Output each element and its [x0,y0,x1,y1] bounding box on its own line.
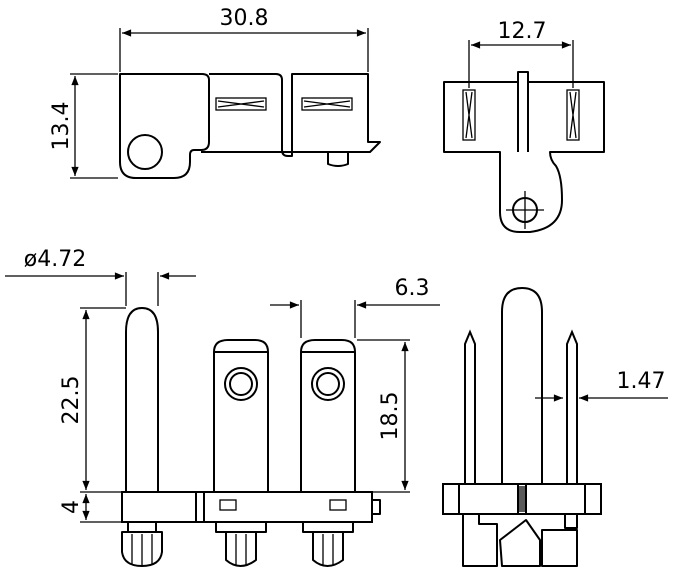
front-view [121,306,381,567]
dimension-pin-diameter: ø4.72 [24,247,86,272]
side-view [442,286,602,567]
blade-slot [301,97,353,111]
dimension-base-height: 4 [59,500,84,514]
dimension-blade-thickness: 1.47 [617,369,666,394]
blade-slot [566,89,580,141]
dimension-side-width: 12.7 [498,19,547,44]
blade-slot [215,97,267,111]
blade [566,329,578,485]
dimension-blade-length: 18.5 [378,392,403,441]
blade-slot [462,89,476,141]
top-view [119,73,381,179]
dimension-top-width: 30.8 [220,6,269,31]
face-view [443,71,605,233]
dimension-pin-length: 22.5 [59,376,84,425]
ground-pin [501,286,543,485]
dimension-top-height: 13.4 [49,102,74,151]
ground-pin [125,306,159,493]
pin-hole-icon [127,134,163,170]
dimension-blade-spacing: 6.3 [395,276,430,301]
blade [464,329,476,485]
plug-base [121,491,373,523]
blade [300,339,356,493]
blade [213,339,269,493]
